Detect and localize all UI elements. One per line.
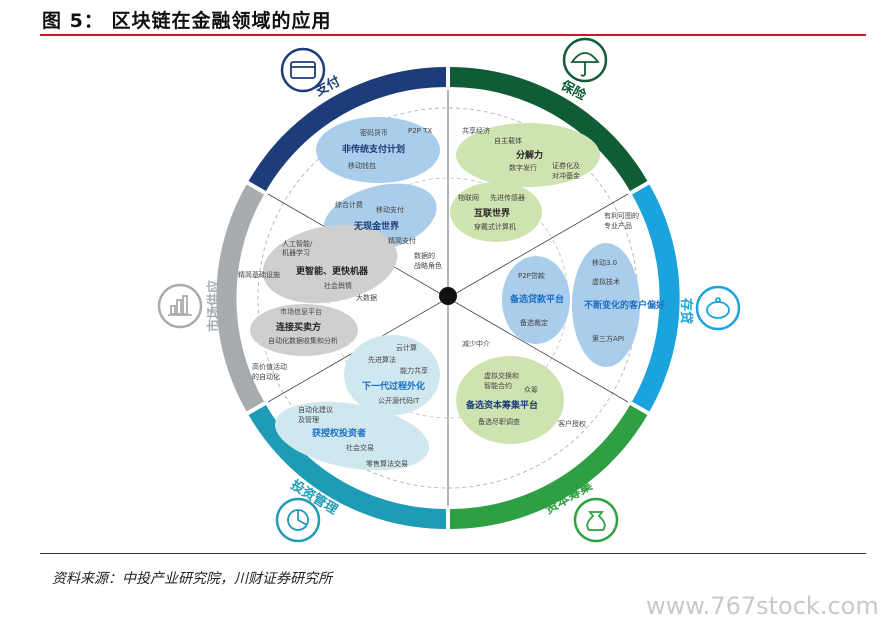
node-capability-sharing: 能力共享 xyxy=(400,366,428,375)
node-digital-issuance: 数字发行 xyxy=(509,163,537,172)
node-machine-learning: 机器学习 xyxy=(282,248,310,257)
cluster-title-alternative-lending: 备选贷款平台 xyxy=(509,293,564,305)
blob-connected-world xyxy=(450,182,542,242)
credit-card-icon xyxy=(280,47,326,93)
node-alternative-adjudication: 备选裁定 xyxy=(520,318,548,327)
node-third-party-api: 第三方API xyxy=(592,334,624,343)
node-mobile-payment: 移动支付 xyxy=(376,205,404,214)
node-iot: 物联网 xyxy=(458,193,479,202)
node-autonomous-vehicle: 自主载体 xyxy=(494,136,522,145)
node-integrated-billing: 综合计费 xyxy=(335,200,363,209)
blob-non-traditional-payment xyxy=(316,117,440,183)
node-high-value-activities: 高价值活动 xyxy=(252,362,287,371)
node-virtual-tech: 虚拟技术 xyxy=(592,277,620,286)
node-streamlined-payment: 精简支付 xyxy=(388,236,416,245)
cluster-title-connecting-buyers-sellers: 连接买卖方 xyxy=(276,321,321,333)
blob-connecting-buyers-sellers xyxy=(250,304,358,356)
blob-decomposition xyxy=(456,123,600,187)
node-automation-of: 的自动化 xyxy=(252,372,280,381)
node-virtual-exchange: 虚拟交换和 xyxy=(484,371,519,380)
label-customer-authorization: 客户授权 xyxy=(558,419,586,428)
node-p2p-tx: P2P TX xyxy=(408,127,432,135)
blob-smarter-machines xyxy=(262,224,398,304)
pie-chart-icon xyxy=(275,497,321,543)
cluster-title-smarter-machines: 更智能、更快机器 xyxy=(296,265,369,277)
sector-label-supply: 市场供应 xyxy=(206,280,222,332)
node-automated-data-collection: 自动化数据收集和分析 xyxy=(268,336,338,345)
ring-sector-supply xyxy=(216,184,264,412)
blob-changing-preferences xyxy=(572,243,640,367)
node-crowdfunding: 众筹 xyxy=(524,385,538,394)
node-sharing-economy: 共享经济 xyxy=(462,126,490,135)
cluster-title-next-gen-process: 下一代过程外化 xyxy=(362,380,425,392)
figure-title: 图 5： 区块链在金融领域的应用 xyxy=(42,10,332,32)
ring-sector-investment xyxy=(248,405,446,529)
label-reduce-middlemen: 减少中介 xyxy=(462,339,490,348)
node-advanced-sensors: 先进传感器 xyxy=(490,193,525,202)
umbrella-icon xyxy=(562,37,608,83)
ring-sector-lending xyxy=(632,184,680,412)
node-mobile-3: 移动3.0 xyxy=(592,258,617,267)
cluster-title-alternative-funding: 备选资本筹集平台 xyxy=(465,399,538,411)
money-bag-icon xyxy=(573,497,619,543)
watermark: www.767stock.com xyxy=(646,592,879,620)
node-p2p-lending: P2P贷款 xyxy=(518,271,545,280)
fintech-wheel-diagram: 支付 保险 存贷 资本筹集 投资管理 市场供应 密码货币 P2P TX 非传统支… xyxy=(157,37,741,543)
label-profitable-products: 有利可图的 xyxy=(604,211,639,220)
sector-label-lending: 存贷 xyxy=(678,298,694,324)
bar-chart-icon xyxy=(157,283,203,329)
node-crypto-currency: 密码货币 xyxy=(360,128,388,137)
node-retail-algorithmic-trading: 零售算法交易 xyxy=(366,459,408,468)
blob-next-gen-process xyxy=(344,335,440,415)
node-and-management: 及管理 xyxy=(298,415,319,424)
node-alternative-due-diligence: 备选尽职调查 xyxy=(478,417,520,426)
cluster-title-empowered-investors: 获授权投资者 xyxy=(312,427,366,439)
center-hub xyxy=(439,287,457,305)
node-ai: 人工智能/ xyxy=(282,239,313,248)
node-advanced-algorithms: 先进算法 xyxy=(368,355,396,364)
ring-sector-insurance xyxy=(450,67,648,191)
ring-sector-funding xyxy=(450,405,648,529)
blob-alternative-funding xyxy=(456,356,564,444)
node-hedge-funds: 对冲基金 xyxy=(552,171,580,180)
node-automated-advice: 自动化建议 xyxy=(298,405,333,414)
node-mobile-wallet: 移动钱包 xyxy=(348,161,376,170)
title-rule xyxy=(40,34,866,36)
node-smart-contracts: 智能合约 xyxy=(484,381,512,390)
node-social-trading: 社会交易 xyxy=(346,443,374,452)
node-big-data: 大数据 xyxy=(356,293,377,302)
node-wearable-computing: 穿戴式计算机 xyxy=(474,222,516,231)
node-open-source-it: 公开源代码IT xyxy=(378,396,420,405)
cluster-title-decomposition: 分解力 xyxy=(516,149,543,161)
node-lean-infrastructure: 精简基础设施 xyxy=(238,270,280,279)
piggy-bank-icon xyxy=(695,285,741,331)
node-securitization: 证券化及 xyxy=(552,161,580,170)
node-cloud-computing: 云计算 xyxy=(396,343,417,352)
bottom-rule xyxy=(40,553,866,554)
cluster-title-changing-preferences: 不断变化的客户偏好 xyxy=(584,299,665,311)
cluster-title-connected-world: 互联世界 xyxy=(474,207,510,219)
cluster-title-non-traditional-payment: 非传统支付计划 xyxy=(342,143,405,155)
label-data-strategy: 数据的 xyxy=(414,251,435,260)
label-profitable-products-2: 专业产品 xyxy=(604,221,632,230)
blob-alternative-lending xyxy=(502,256,570,344)
ring-sector-payment xyxy=(248,67,446,191)
cluster-title-cashless-world: 无现金世界 xyxy=(353,220,399,232)
source-note: 资料来源：中投产业研究院，川财证券研究所 xyxy=(52,571,332,587)
node-social-sentiment: 社会舆情 xyxy=(324,281,352,290)
blob-empowered-investors xyxy=(274,401,430,471)
label-data-strategy-2: 战略角色 xyxy=(414,261,442,270)
node-market-info-platform: 市场信息平台 xyxy=(280,307,322,316)
